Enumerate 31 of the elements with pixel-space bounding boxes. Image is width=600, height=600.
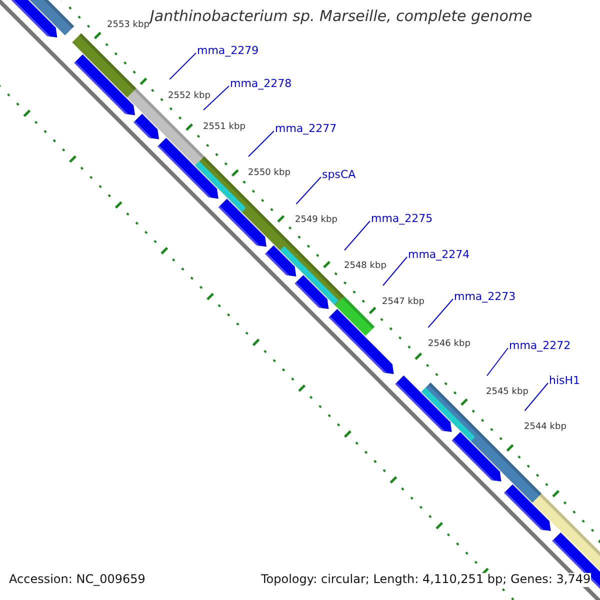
scale-label: 2551 kbp: [203, 122, 246, 132]
gene-label: hisH1: [549, 375, 580, 388]
leader-line: [169, 52, 196, 80]
scale-label: 2548 kbp: [344, 261, 386, 272]
title-text: Janthinobacterium sp. Marseille, complete genome: [150, 8, 532, 26]
leader-line: [428, 298, 454, 328]
gene-label: mma_2278: [230, 78, 292, 91]
leader-line: [203, 86, 230, 110]
gene-label: mma_2277: [275, 123, 337, 136]
leader-line: [486, 348, 508, 376]
scale-label: 2552 kbp: [168, 91, 210, 102]
gene-label: mma_2273: [454, 291, 516, 304]
scale-label: 2545 kbp: [486, 387, 528, 398]
leader-line: [248, 130, 274, 157]
leader-line: [296, 176, 322, 204]
gene-label: mma_2275: [371, 213, 433, 226]
gene-label: mma_2274: [408, 249, 470, 262]
leader-line: [382, 256, 408, 286]
leader-line: [344, 220, 370, 251]
scale-label: 2544 kbp: [524, 422, 566, 432]
scale-label: 2549 kbp: [295, 215, 338, 226]
gene-label: mma_2279: [197, 45, 259, 58]
scale-label: 2553 kbp: [107, 20, 150, 30]
scale-label: 2550 kbp: [248, 168, 290, 178]
scale-label: 2546 kbp: [428, 339, 470, 350]
leader-line: [524, 382, 548, 412]
accession-text: Accession: NC_009659: [9, 573, 146, 587]
genome-info-text: Topology: circular; Length: 4,110,251 bp; Genes: 3,749: [261, 573, 591, 587]
scale-label: 2547 kbp: [382, 297, 424, 308]
gene-label: spsCA: [322, 169, 356, 182]
gene-label: mma_2272: [509, 340, 571, 353]
